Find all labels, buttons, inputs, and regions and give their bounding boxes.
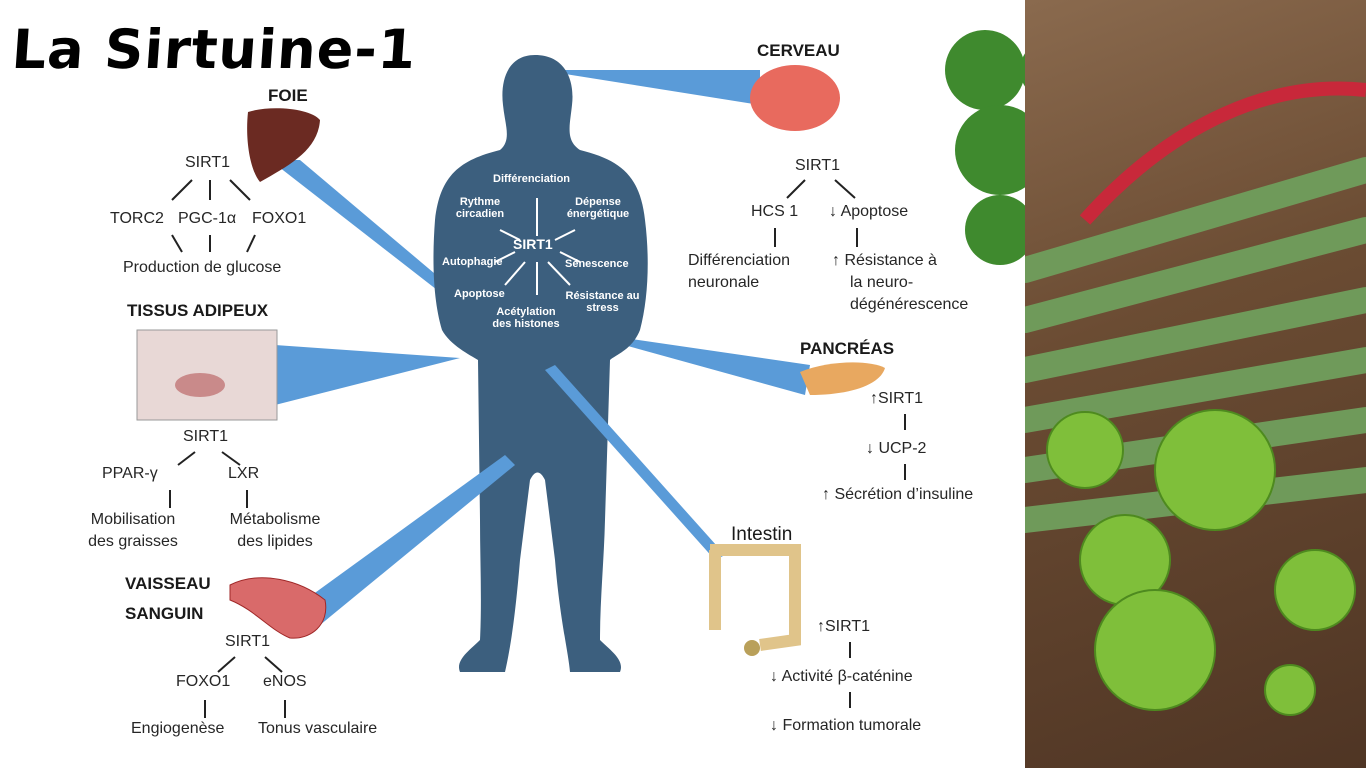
cerveau-result2a: ↑ Résistance à [832, 252, 937, 269]
intestin-line-3: ↓ Formation tumorale [770, 717, 922, 734]
intestin-title: Intestin [731, 524, 793, 545]
beam-pancreas [570, 330, 810, 395]
beam-vessel [312, 455, 515, 625]
vaisseau-result-1: Engiogenèse [131, 720, 225, 737]
adipeux-result-1: Mobilisation des graisses [88, 511, 178, 550]
pancreas-line-3: ↑ Sécrétion d’insuline [822, 486, 974, 503]
pancreas-image [800, 362, 885, 395]
body-acetylation-histones: Acétylation des histones [492, 306, 560, 330]
body-depense-energetique: Dépense énergétique [566, 196, 630, 220]
intestine-image [709, 544, 801, 651]
adipose-vessel-detail [175, 373, 225, 397]
cerveau-result2b: la neuro- [850, 274, 914, 291]
adipeux-title: TISSUS ADIPEUX [127, 301, 269, 320]
adipeux-result-2: Métabolisme des lipides [229, 511, 321, 550]
vaisseau-foxo1: FOXO1 [176, 673, 231, 690]
intestin-line-1: ↑SIRT1 [817, 618, 871, 635]
foie-result: Production de glucose [123, 259, 282, 276]
asparagus-photo [1025, 0, 1366, 768]
human-silhouette [433, 55, 648, 672]
cerveau-sirt1: SIRT1 [795, 157, 841, 174]
foie-sirt1: SIRT1 [185, 154, 231, 171]
cerveau-apoptose: ↓ Apoptose [829, 203, 909, 220]
adipeux-lxr: LXR [228, 465, 260, 482]
vaisseau-sirt1: SIRT1 [225, 633, 271, 650]
intestine-appendix [744, 640, 760, 656]
cerveau-result1b: neuronale [688, 274, 760, 291]
cerveau-result1a: Différenciation [688, 252, 790, 269]
body-resistance-stress: Résistance au stress [565, 290, 640, 314]
body-rythme-circadien: Rythme circadien [455, 196, 505, 220]
beam-intestine [545, 365, 725, 560]
pancreas-line-2: ↓ UCP-2 [866, 440, 927, 457]
adipeux-sirt1: SIRT1 [183, 428, 229, 445]
cerveau-title: CERVEAU [757, 41, 840, 60]
body-senescence: Sénescence [565, 258, 629, 270]
pancreas-line-1: ↑SIRT1 [870, 390, 924, 407]
foie-pgc1a: PGC-1α [178, 210, 237, 227]
body-arrows [494, 198, 581, 295]
cerveau-hcs1: HCS 1 [751, 203, 799, 220]
vaisseau-title-1: VAISSEAU [125, 574, 211, 593]
foie-foxo1: FOXO1 [252, 210, 307, 227]
body-differenciation: Différenciation [493, 173, 571, 185]
beam-adipose [275, 345, 460, 405]
body-autophagie: Autophagie [442, 256, 503, 268]
beam-brain [540, 70, 760, 105]
page-title: La Sirtuine-1 [9, 18, 419, 81]
asparagus-illustration [1025, 81, 1366, 716]
vaisseau-title-2: SANGUIN [125, 604, 204, 623]
vaisseau-result-2: Tonus vasculaire [258, 720, 378, 737]
cerveau-result2c: dégénérescence [850, 296, 969, 313]
blood-vessel-image [229, 577, 327, 639]
foie-torc2: TORC2 [110, 210, 164, 227]
flow-arrows [169, 179, 906, 718]
vaisseau-enos: eNOS [263, 673, 307, 690]
body-apoptose: Apoptose [454, 288, 505, 300]
brain-image [750, 65, 840, 131]
diagram-graphics [136, 55, 906, 718]
foie-title: FOIE [268, 86, 308, 105]
intestin-line-2: ↓ Activité β-caténine [770, 668, 913, 685]
liver-image [247, 108, 320, 182]
body-sirt1: SIRT1 [513, 236, 553, 252]
adipeux-ppar: PPAR-γ [102, 465, 158, 482]
beam-liver [270, 160, 460, 300]
pancreas-title: PANCRÉAS [800, 339, 895, 358]
